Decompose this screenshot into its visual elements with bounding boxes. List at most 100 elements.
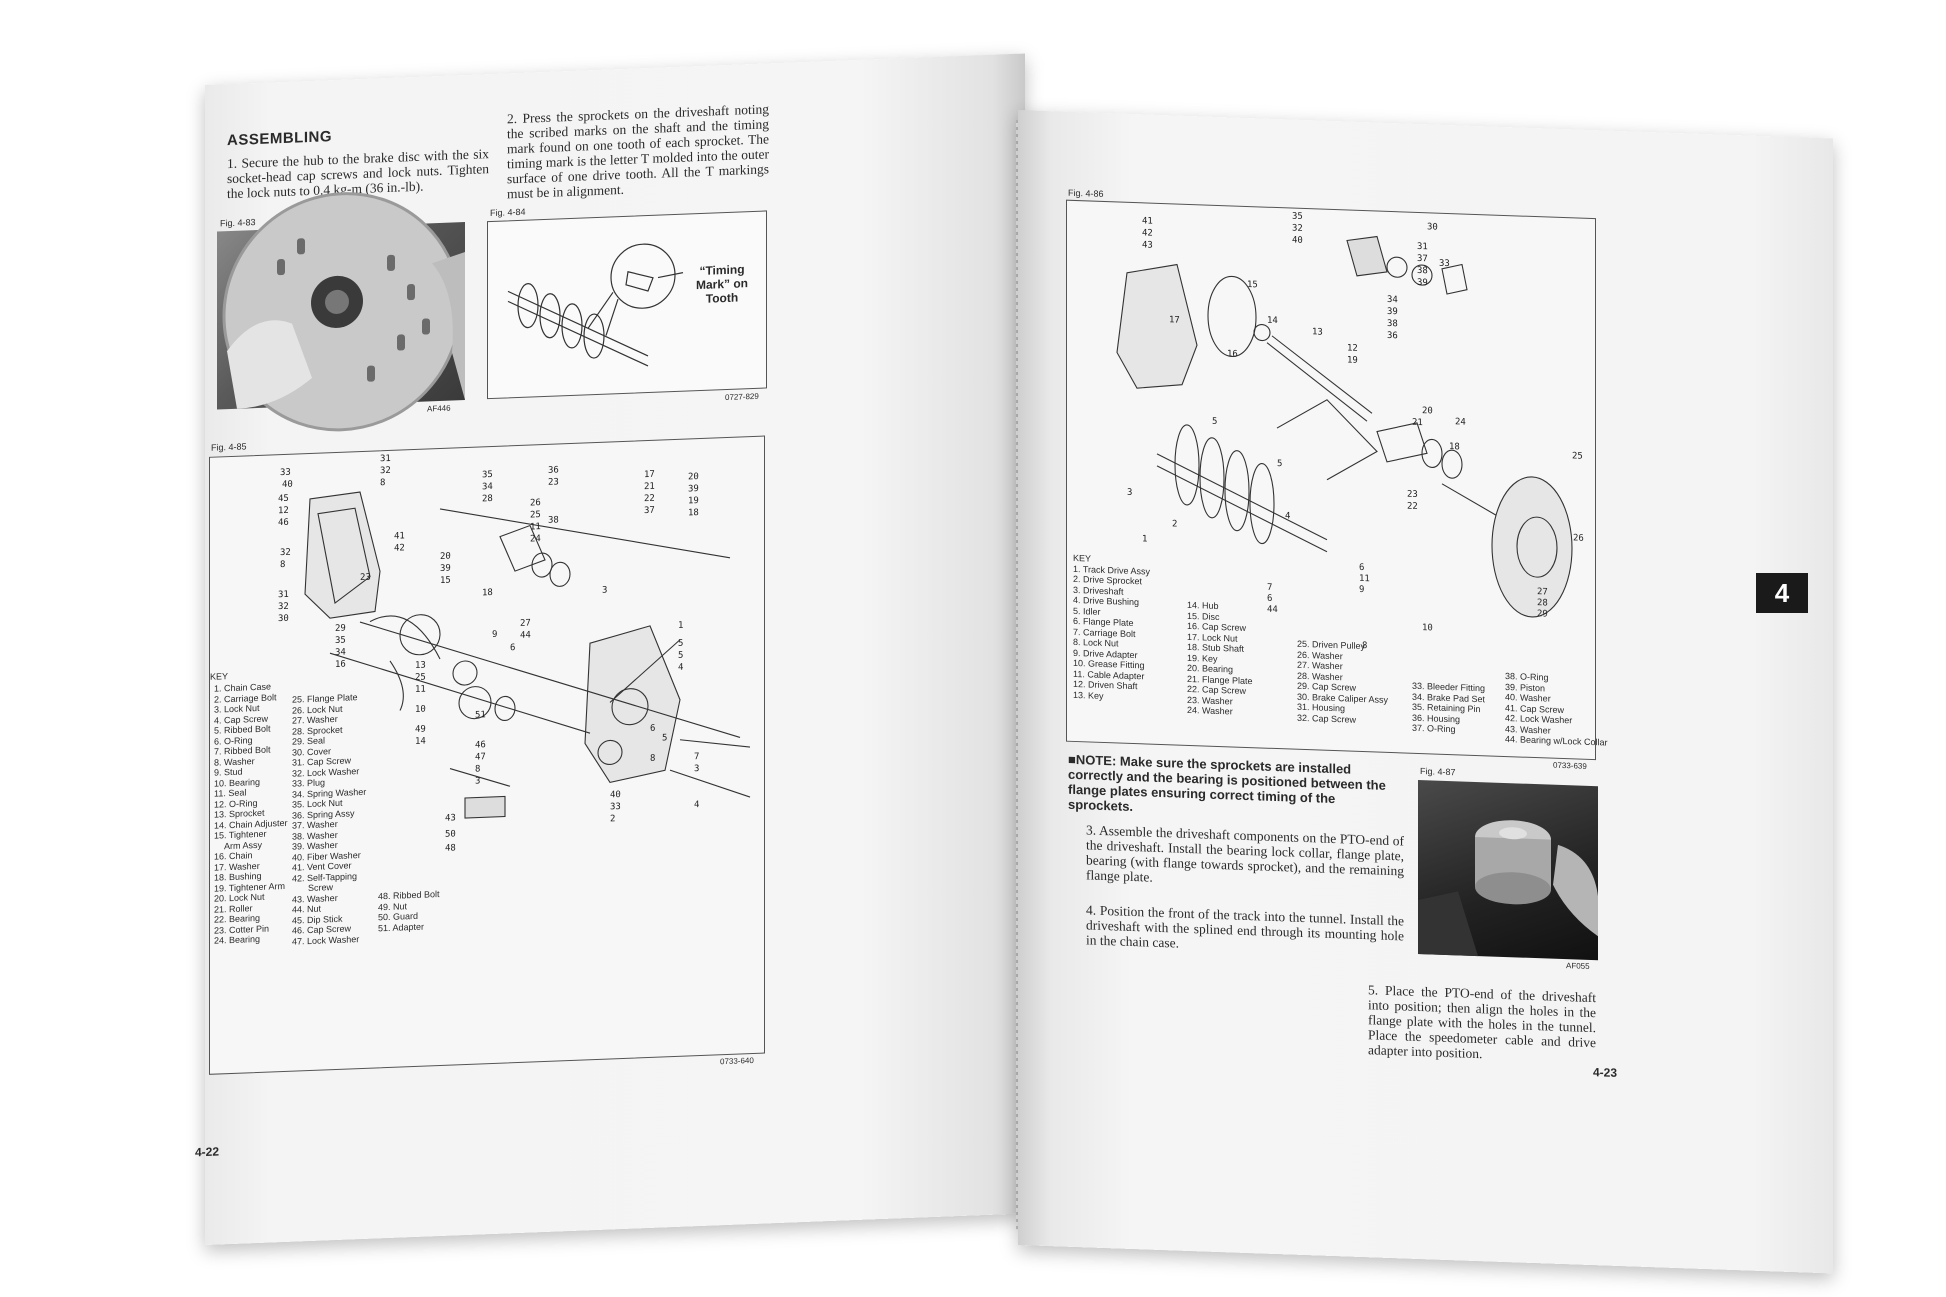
svg-text:16: 16 <box>1227 349 1238 359</box>
fig-87-code: AF055 <box>1566 961 1590 971</box>
svg-text:19: 19 <box>1347 355 1358 365</box>
svg-text:4: 4 <box>678 663 683 673</box>
svg-text:34: 34 <box>482 482 493 492</box>
svg-text:33: 33 <box>1439 259 1450 269</box>
svg-text:39: 39 <box>440 564 451 574</box>
key-item: 32. Cap Screw <box>1297 712 1357 725</box>
svg-text:1: 1 <box>1142 534 1147 544</box>
svg-text:42: 42 <box>394 543 405 553</box>
svg-text:33: 33 <box>280 468 291 478</box>
svg-text:40: 40 <box>1292 236 1303 246</box>
svg-text:29: 29 <box>335 624 346 634</box>
svg-text:2: 2 <box>610 814 615 824</box>
svg-text:25: 25 <box>1572 451 1583 461</box>
svg-text:20: 20 <box>1422 406 1433 416</box>
fig-86-key-col2: 14. Hub 15. Disc 16. Cap Screw 17. Lock … <box>1187 600 1253 718</box>
svg-text:3: 3 <box>694 764 699 774</box>
svg-text:1: 1 <box>678 621 683 631</box>
svg-text:25: 25 <box>530 510 541 520</box>
key-item: 51. Adapter <box>378 921 425 933</box>
svg-text:15: 15 <box>440 576 451 586</box>
brake-disc-photo-illustration <box>222 192 465 432</box>
svg-text:21: 21 <box>1412 418 1423 428</box>
svg-text:37: 37 <box>644 506 655 516</box>
svg-text:24: 24 <box>530 534 541 544</box>
step-5-text: 5. Place the PTO-end of the driveshaft i… <box>1368 982 1596 1062</box>
svg-text:34: 34 <box>1387 295 1398 305</box>
svg-text:34: 34 <box>335 648 346 658</box>
svg-text:25: 25 <box>415 673 426 683</box>
left-page-number: 4-22 <box>195 1144 220 1160</box>
fig-83-label: Fig. 4-83 <box>220 217 256 229</box>
fig-85-label: Fig. 4-85 <box>211 441 247 453</box>
svg-text:31: 31 <box>278 590 289 600</box>
svg-text:21: 21 <box>644 482 655 492</box>
svg-text:18: 18 <box>1449 442 1460 452</box>
callout-10: 10 <box>1422 623 1433 634</box>
sprocket-shaft-illustration <box>507 243 684 367</box>
step-2-text: 2. Press the sprockets on the driveshaft… <box>507 101 769 202</box>
svg-text:8: 8 <box>280 560 285 570</box>
key-item: 47. Lock Washer <box>292 933 360 947</box>
svg-text:3: 3 <box>1127 488 1132 498</box>
callout-26: 26 <box>1573 533 1584 544</box>
svg-text:30: 30 <box>1427 222 1438 232</box>
fig-83-photo <box>217 192 465 432</box>
svg-text:37: 37 <box>1417 254 1428 264</box>
key-item: 24. Washer <box>1187 704 1233 717</box>
svg-text:51: 51 <box>475 710 486 720</box>
key-item: 44. Bearing w/Lock Collar <box>1505 734 1608 748</box>
svg-text:3: 3 <box>475 776 480 786</box>
fig-86-key-col3: 25. Driven Pulley 26. Washer 27. Washer … <box>1297 639 1388 726</box>
svg-text:8: 8 <box>650 754 655 764</box>
svg-text:22: 22 <box>1407 502 1418 512</box>
svg-text:20: 20 <box>688 472 699 482</box>
svg-text:3: 3 <box>602 586 607 596</box>
step-3-text: 3. Assemble the driveshaft components on… <box>1086 822 1404 885</box>
svg-text:40: 40 <box>282 480 293 490</box>
key-item: 13. Key <box>1073 689 1104 701</box>
svg-text:15: 15 <box>1247 280 1258 290</box>
key-item: 24. Bearing <box>214 933 261 946</box>
svg-text:4: 4 <box>694 800 699 810</box>
svg-text:24: 24 <box>1455 417 1466 427</box>
step-4-text: 4. Position the front of the track into … <box>1086 902 1404 951</box>
svg-text:23: 23 <box>548 477 559 487</box>
svg-text:22: 22 <box>644 494 655 504</box>
svg-text:39: 39 <box>1387 307 1398 317</box>
svg-text:35: 35 <box>482 470 493 480</box>
sprocket-note: ■NOTE: Make sure the sprockets are insta… <box>1068 751 1386 815</box>
chapter-tab: 4 <box>1756 573 1808 613</box>
svg-text:33: 33 <box>610 802 621 812</box>
fig-86-label: Fig. 4-86 <box>1068 187 1104 199</box>
svg-text:11: 11 <box>415 685 426 695</box>
svg-text:12: 12 <box>278 506 289 516</box>
svg-text:46: 46 <box>475 740 486 750</box>
fig-87-label: Fig. 4-87 <box>1420 766 1456 778</box>
fig-86-key-col4: 33. Bleeder Fitting 34. Brake Pad Set 35… <box>1412 681 1485 736</box>
svg-text:23: 23 <box>1407 490 1418 500</box>
key-item: 37. O-Ring <box>1412 722 1456 735</box>
svg-text:19: 19 <box>688 496 699 506</box>
svg-text:43: 43 <box>1142 240 1153 250</box>
svg-text:39: 39 <box>1417 278 1428 288</box>
fig-87-photo <box>1418 779 1598 961</box>
svg-text:41: 41 <box>1142 216 1153 226</box>
svg-text:35: 35 <box>1292 212 1303 222</box>
svg-text:49: 49 <box>415 725 426 735</box>
svg-text:30: 30 <box>278 614 289 624</box>
svg-text:18: 18 <box>482 588 493 598</box>
svg-text:7: 7 <box>694 752 699 762</box>
fig-86-key-col1: KEY 1. Track Drive Assy 2. Drive Sprocke… <box>1073 553 1150 703</box>
fig-84-box: “Timing Mark” on Tooth <box>487 210 767 400</box>
svg-text:44: 44 <box>520 630 531 640</box>
svg-text:42: 42 <box>1142 228 1153 238</box>
svg-text:17: 17 <box>644 470 655 480</box>
fig-86-code: 0733-639 <box>1553 760 1587 771</box>
svg-text:48: 48 <box>445 843 456 853</box>
fig-83-code: AF446 <box>427 403 451 414</box>
